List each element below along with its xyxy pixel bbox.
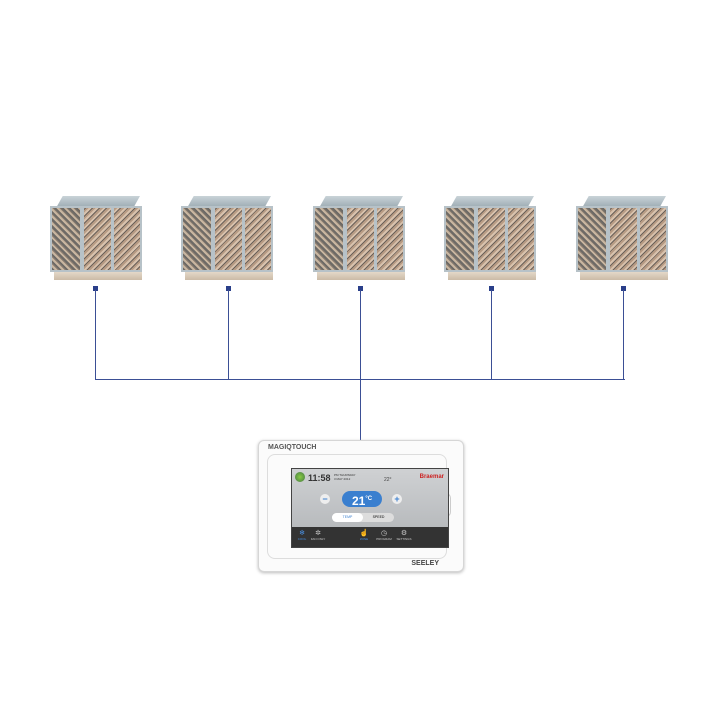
controller-brand: MAGIQTOUCH: [268, 444, 317, 451]
minus-button[interactable]: −: [320, 494, 330, 504]
cooler-5: [576, 196, 670, 282]
connector-dot: [93, 286, 98, 291]
cool-button[interactable]: ❄COOL: [297, 530, 307, 541]
cooler-2: [181, 196, 275, 282]
cooler-1: [50, 196, 144, 282]
program-button[interactable]: ◷PROGRAM: [376, 530, 392, 541]
temp-tab[interactable]: TEMP: [332, 513, 363, 522]
time: 11:58: [308, 473, 331, 483]
clock-icon: [295, 472, 305, 482]
wire: [623, 290, 624, 380]
wire: [360, 290, 361, 440]
wire: [228, 290, 229, 380]
set-temperature: 21°C: [342, 491, 382, 508]
connector-dot: [489, 286, 494, 291]
touch-screen: 11:58 PM THURSDAY 3 MAY 2012 22° Braemar…: [291, 468, 449, 548]
cooler-4: [444, 196, 538, 282]
settings-button[interactable]: ⚙SETTINGS: [396, 530, 412, 541]
magiqtouch-controller: MAGIQTOUCH 11:58 PM THURSDAY 3 MAY 2012 …: [258, 440, 464, 572]
wire: [95, 290, 96, 380]
plus-button[interactable]: +: [392, 494, 402, 504]
braemar-logo: Braemar: [419, 474, 444, 480]
connector-dot: [621, 286, 626, 291]
mode-toggle[interactable]: TEMP SPEED: [332, 513, 394, 522]
connector-dot: [226, 286, 231, 291]
cooler-3: [313, 196, 407, 282]
speed-tab[interactable]: SPEED: [372, 515, 385, 519]
outdoor-temp: 22°: [384, 477, 392, 483]
date: PM THURSDAY 3 MAY 2012: [334, 473, 356, 481]
connector-dot: [358, 286, 363, 291]
wire: [491, 290, 492, 380]
temp-unit: °C: [365, 496, 373, 502]
temp-value: 21: [351, 494, 366, 508]
fan-only-button[interactable]: ✲FAN ONLY: [310, 530, 326, 541]
bus-wire: [95, 379, 625, 380]
bottom-bar: ❄COOL ✲FAN ONLY ☝ZONE ◷PROGRAM ⚙SETTINGS: [292, 527, 448, 547]
zone-button[interactable]: ☝ZONE: [359, 530, 369, 541]
seeley-logo: SEELEY: [411, 560, 439, 567]
